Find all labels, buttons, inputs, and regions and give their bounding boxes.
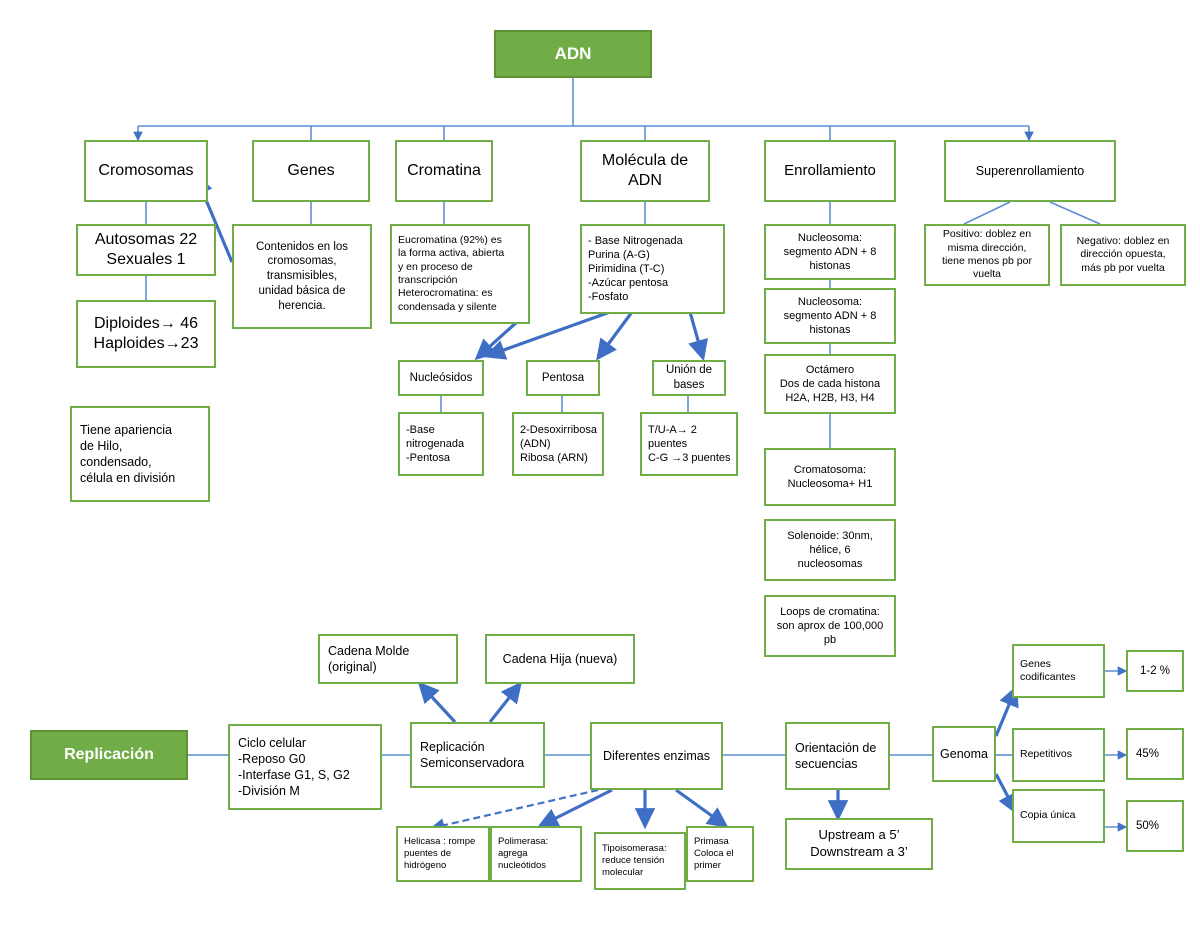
node-orientacion-secuencias[interactable]: Orientación de secuencias — [785, 722, 890, 790]
node-autosomas[interactable]: Autosomas 22 Sexuales 1 — [76, 224, 216, 276]
node-genes[interactable]: Genes — [252, 140, 370, 202]
node-genes-descripcion[interactable]: Contenidos en los cromosomas, transmisib… — [232, 224, 372, 329]
node-nucleosoma-1[interactable]: Nucleosoma: segmento ADN + 8 histonas — [764, 224, 896, 280]
node-primasa[interactable]: Primasa Coloca el primer — [686, 826, 754, 882]
node-cromatina[interactable]: Cromatina — [395, 140, 493, 202]
node-helicasa[interactable]: Helicasa : rompe puentes de hidrógeno — [396, 826, 490, 882]
node-tipoisomerasa[interactable]: Tipoisomerasa: reduce tensión molecular — [594, 832, 686, 890]
node-adn[interactable]: ADN — [494, 30, 652, 78]
node-superenrollamiento-negativo[interactable]: Negativo: doblez en dirección opuesta, m… — [1060, 224, 1186, 286]
node-genes-codificantes[interactable]: Genes codificantes — [1012, 644, 1105, 698]
node-pct-repetitivos[interactable]: 45% — [1126, 728, 1184, 780]
node-cromosomas[interactable]: Cromosomas — [84, 140, 208, 202]
node-genoma[interactable]: Genoma — [932, 726, 996, 782]
node-diploides[interactable]: Diploides→ 46 Haploides→23 — [76, 300, 216, 368]
node-apariencia-hilo[interactable]: Tiene apariencia de Hilo, condensado, cé… — [70, 406, 210, 502]
node-molecula-adn[interactable]: Molécula de ADN — [580, 140, 710, 202]
node-ciclo-celular[interactable]: Ciclo celular -Reposo G0 -Interfase G1, … — [228, 724, 382, 810]
node-pct-copia-unica[interactable]: 50% — [1126, 800, 1184, 852]
node-enrollamiento[interactable]: Enrollamiento — [764, 140, 896, 202]
node-upstream-downstream[interactable]: Upstream a 5’ Downstream a 3’ — [785, 818, 933, 870]
node-repetitivos[interactable]: Repetitivos — [1012, 728, 1105, 782]
node-cadena-molde[interactable]: Cadena Molde (original) — [318, 634, 458, 684]
node-replicacion[interactable]: Replicación — [30, 730, 188, 780]
node-nucleosidos[interactable]: Nucleósidos — [398, 360, 484, 396]
node-cromatosoma[interactable]: Cromatosoma: Nucleosoma+ H1 — [764, 448, 896, 506]
node-pct-genes-codificantes[interactable]: 1-2 % — [1126, 650, 1184, 692]
node-cromatina-descripcion[interactable]: Eucromatina (92%) es la forma activa, ab… — [390, 224, 530, 324]
node-nucleosoma-2[interactable]: Nucleosoma: segmento ADN + 8 histonas — [764, 288, 896, 344]
node-loops-cromatina[interactable]: Loops de cromatina: son aprox de 100,000… — [764, 595, 896, 657]
node-superenrollamiento-positivo[interactable]: Positivo: doblez en misma dirección, tie… — [924, 224, 1050, 286]
node-polimerasa[interactable]: Polimerasa: agrega nucleótidos — [490, 826, 582, 882]
node-union-bases-descripcion[interactable]: T/U-A→ 2 puentes C-G →3 puentes — [640, 412, 738, 476]
node-nucleosidos-descripcion[interactable]: -Base nitrogenada -Pentosa — [398, 412, 484, 476]
node-solenoide[interactable]: Solenoide: 30nm, hélice, 6 nucleosomas — [764, 519, 896, 581]
node-union-bases[interactable]: Unión de bases — [652, 360, 726, 396]
node-superenrollamiento[interactable]: Superenrollamiento — [944, 140, 1116, 202]
node-pentosa-descripcion[interactable]: 2-Desoxirribosa (ADN) Ribosa (ARN) — [512, 412, 604, 476]
node-octamero[interactable]: Octámero Dos de cada histona H2A, H2B, H… — [764, 354, 896, 414]
node-diferentes-enzimas[interactable]: Diferentes enzimas — [590, 722, 723, 790]
node-molecula-adn-descripcion[interactable]: - Base Nitrogenada Purina (A-G) Pirimidi… — [580, 224, 725, 314]
node-pentosa[interactable]: Pentosa — [526, 360, 600, 396]
node-cadena-hija[interactable]: Cadena Hija (nueva) — [485, 634, 635, 684]
node-copia-unica[interactable]: Copia única — [1012, 789, 1105, 843]
node-replicacion-semiconservadora[interactable]: Replicación Semiconservadora — [410, 722, 545, 788]
